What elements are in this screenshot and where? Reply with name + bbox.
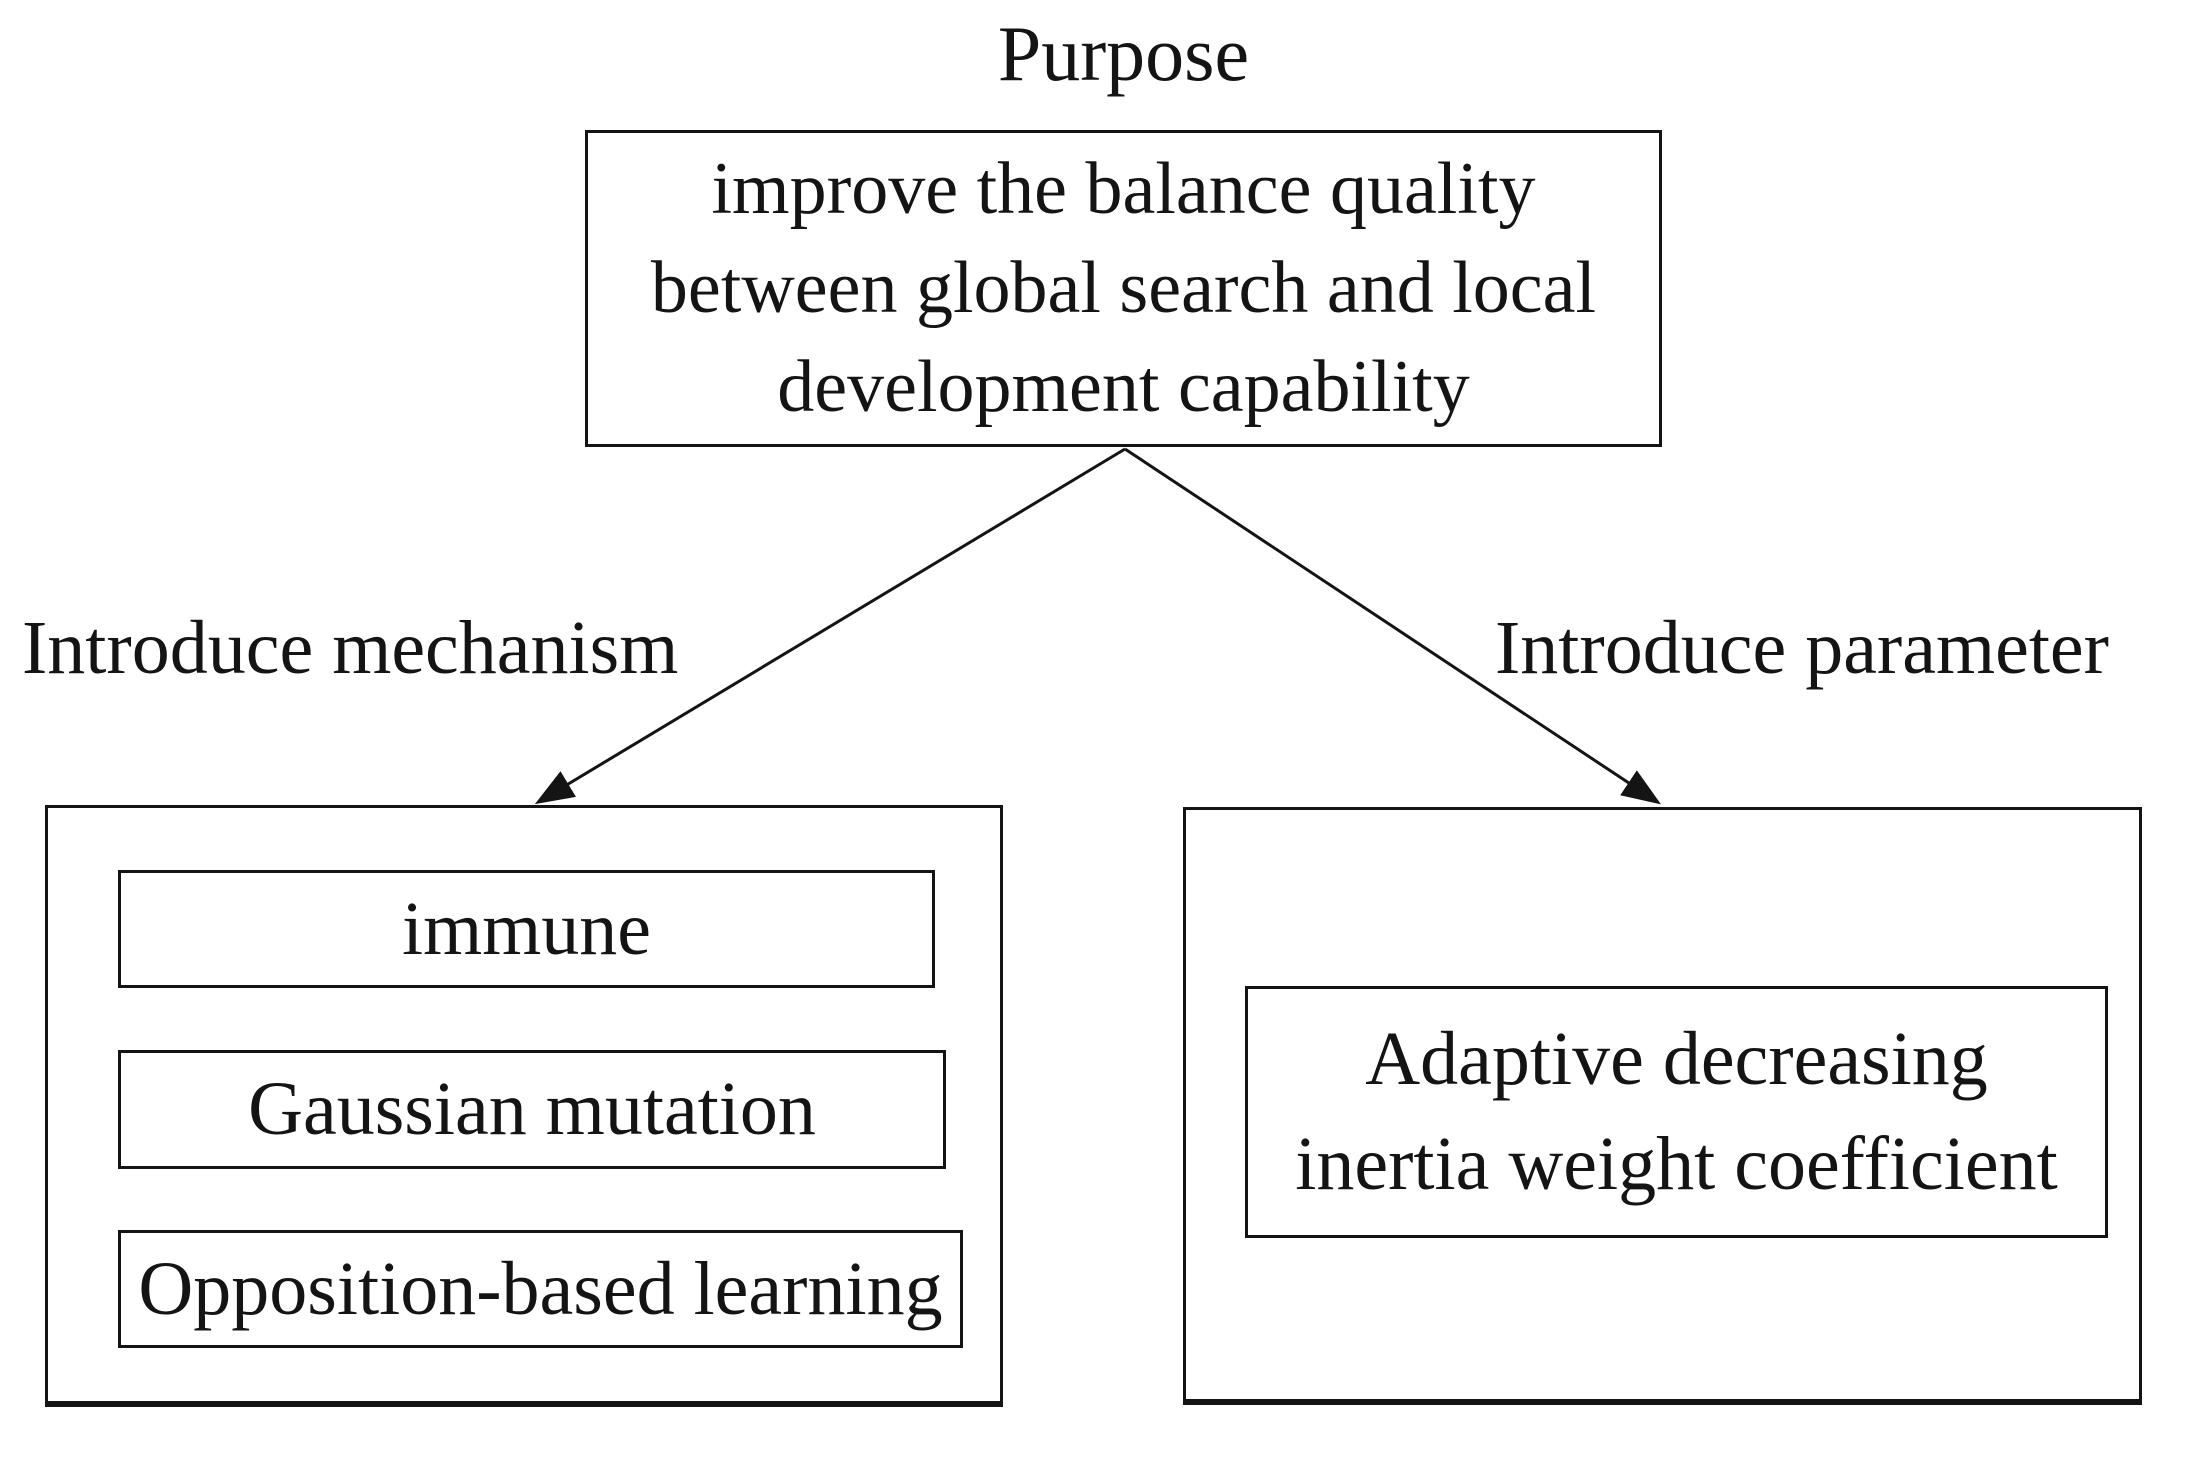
mechanism-item-gaussian-mutation: Gaussian mutation	[118, 1050, 946, 1169]
right-branch-label: Introduce parameter	[1495, 606, 2109, 690]
parameter-item-line-1: Adaptive decreasing	[1365, 1017, 1988, 1101]
parameter-item-line-2: inertia weight coefficient	[1295, 1122, 2058, 1206]
mechanism-item-opposition-based-learning-label: Opposition-based learning	[138, 1246, 943, 1331]
mechanism-item-gaussian-mutation-label: Gaussian mutation	[248, 1067, 816, 1151]
mechanism-group-box: immune Gaussian mutation Opposition-base…	[45, 805, 1003, 1407]
mechanism-item-opposition-based-learning: Opposition-based learning	[118, 1230, 963, 1348]
purpose-box-line-2: between global search and local	[650, 247, 1597, 329]
mechanism-item-immune: immune	[118, 870, 935, 988]
purpose-box-line-1: improve the balance quality	[711, 148, 1536, 230]
left-branch-label: Introduce mechanism	[22, 606, 679, 690]
purpose-box: improve the balance quality between glob…	[585, 130, 1662, 447]
mechanism-item-immune-label: immune	[401, 886, 652, 971]
purpose-box-line-3: development capability	[777, 346, 1470, 428]
parameter-item-adaptive-inertia-weight: Adaptive decreasing inertia weight coeff…	[1245, 986, 2108, 1238]
parameter-group-box: Adaptive decreasing inertia weight coeff…	[1183, 807, 2142, 1405]
purpose-title: Purpose	[997, 10, 1250, 97]
